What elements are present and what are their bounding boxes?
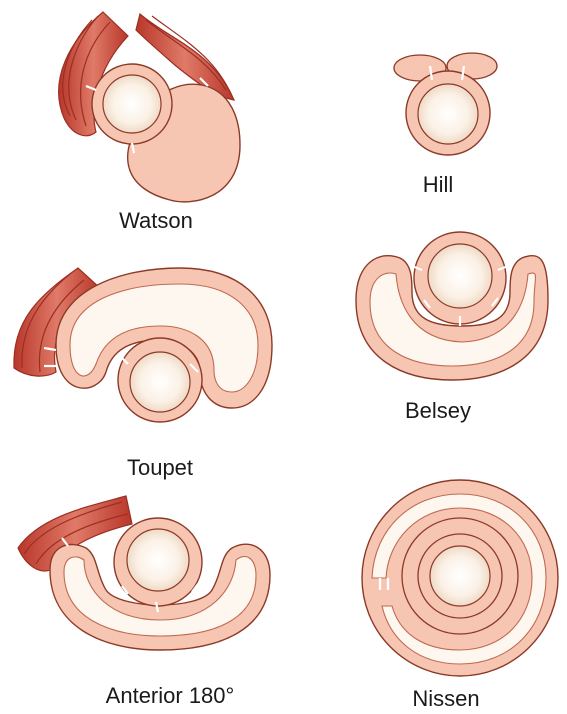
hill-diagram bbox=[394, 53, 497, 155]
anterior-diagram bbox=[18, 496, 270, 650]
belsey-diagram bbox=[356, 232, 548, 380]
label-watson: Watson bbox=[46, 208, 266, 234]
toupet-diagram bbox=[14, 268, 272, 422]
toupet-esophagus-lumen bbox=[130, 352, 190, 412]
label-anterior: Anterior 180° bbox=[60, 683, 280, 709]
belsey-esophagus-lumen bbox=[428, 244, 492, 308]
nissen-diagram bbox=[362, 480, 558, 676]
label-hill: Hill bbox=[328, 172, 548, 198]
label-toupet: Toupet bbox=[50, 455, 270, 481]
label-nissen: Nissen bbox=[336, 686, 556, 712]
label-belsey: Belsey bbox=[328, 398, 548, 424]
watson-esophagus-lumen bbox=[103, 75, 161, 133]
watson-diagram bbox=[59, 12, 240, 202]
anterior-esophagus-lumen bbox=[127, 529, 189, 591]
nissen-esophagus-lumen bbox=[430, 546, 490, 606]
hill-esophagus-lumen bbox=[418, 84, 478, 144]
